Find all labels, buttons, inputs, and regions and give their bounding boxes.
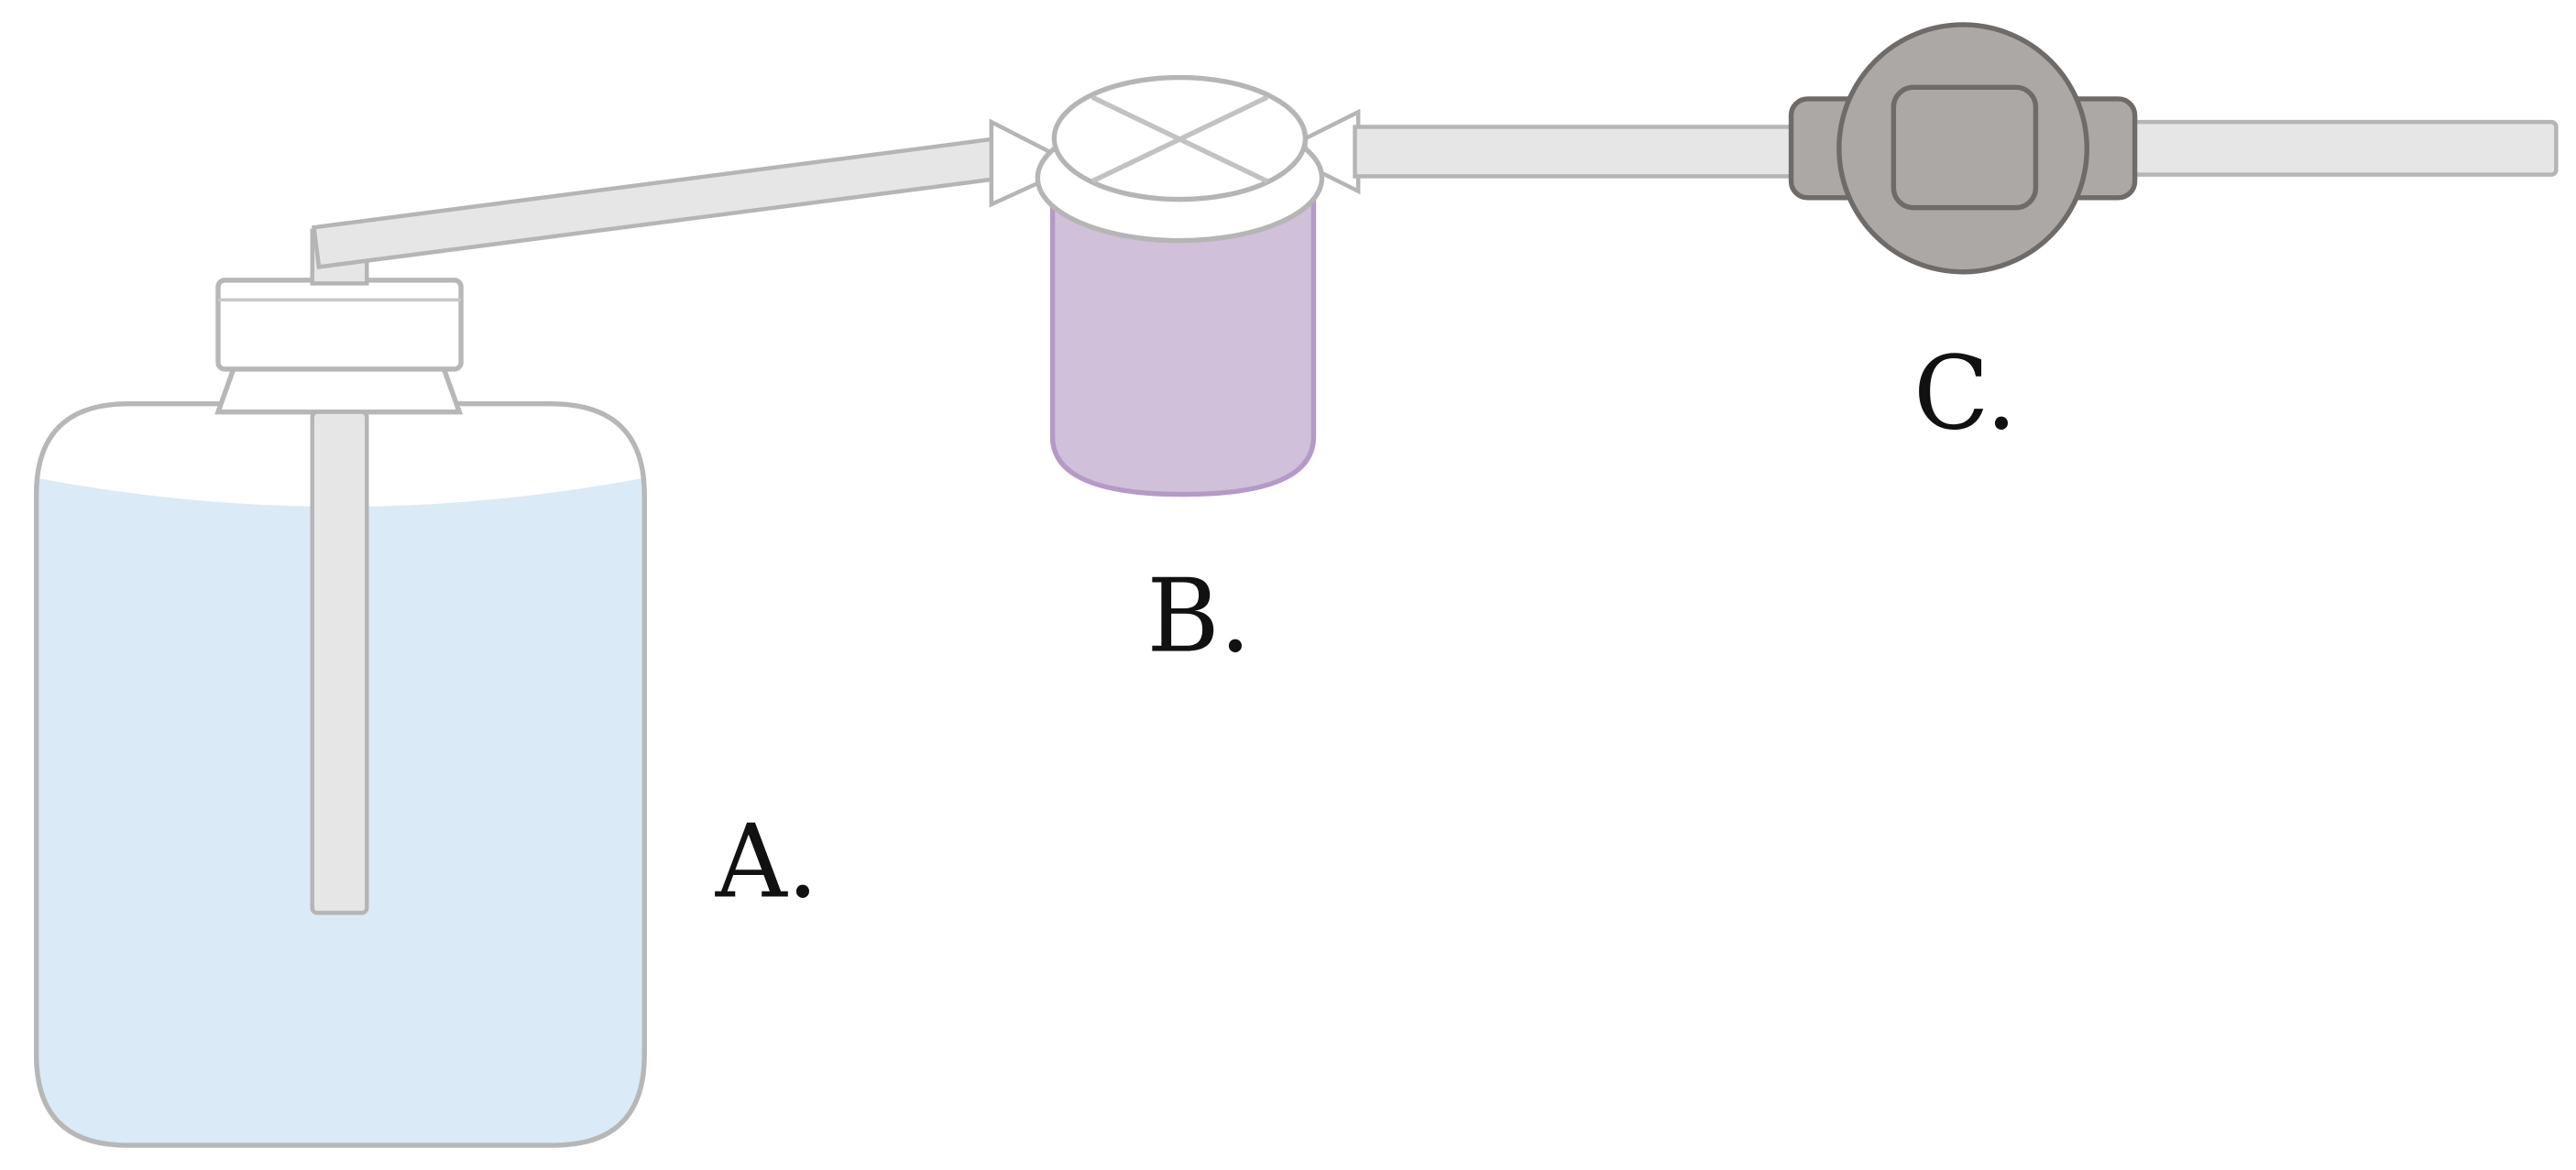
- bottle-neck: [214, 363, 464, 415]
- dip-tube: [310, 410, 369, 915]
- reservoir-bottle: [33, 228, 647, 1148]
- bottle-cap: [215, 278, 464, 372]
- bottle-outline: [33, 400, 647, 1148]
- filter-canister: [1049, 187, 1317, 498]
- tube-filter-to-pump: [1353, 125, 1807, 179]
- label-filter: B.: [1146, 556, 1251, 675]
- filter-lid-cross-2: [1091, 94, 1269, 184]
- vacuum-pump: [1788, 22, 2138, 275]
- filter-unit: [989, 74, 1361, 498]
- tube-pump-outlet: [2121, 119, 2559, 177]
- label-pump: C.: [1913, 334, 2017, 453]
- pump-window: [1891, 84, 2039, 211]
- label-bottle: A.: [715, 802, 818, 921]
- tube-bottle-to-filter: [312, 136, 1005, 269]
